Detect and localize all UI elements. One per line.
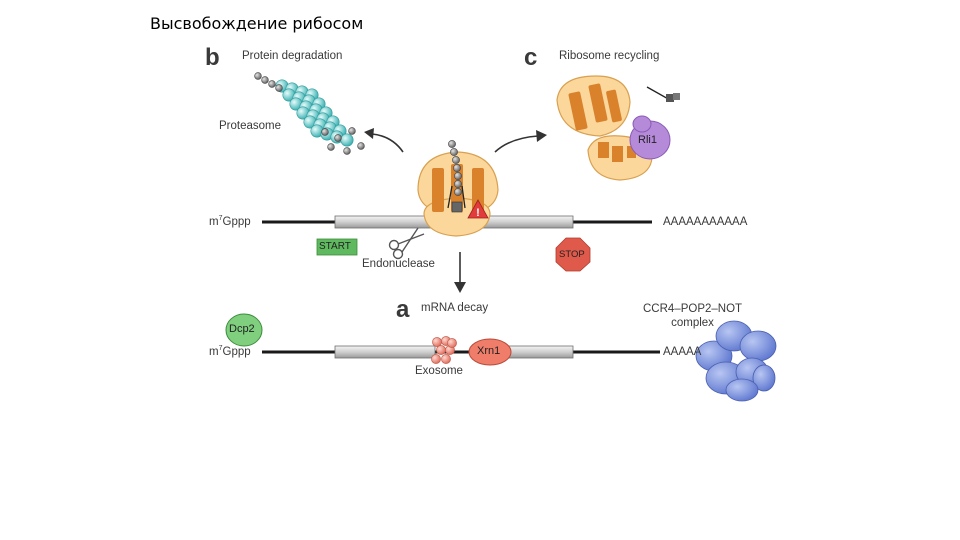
endonuclease-label: Endonuclease — [362, 258, 435, 270]
peptide-fragment — [343, 147, 351, 155]
peptide-residue — [454, 180, 462, 188]
peptide-residue — [453, 164, 461, 172]
exosome-icon — [431, 336, 457, 364]
codon-block — [451, 201, 463, 213]
peptide-fragment — [348, 127, 356, 135]
svg-text:!: ! — [476, 207, 480, 219]
panel-b-letter: b — [205, 44, 220, 71]
exosome-subunit — [431, 354, 441, 364]
stop-label: STOP — [559, 249, 585, 260]
peptide-fragment — [357, 142, 365, 150]
start-codon-box — [316, 238, 358, 256]
xrn1-label: Xrn1 — [477, 345, 501, 357]
scissors-icon — [388, 227, 425, 260]
nascent-peptide — [447, 140, 466, 213]
peptide-residue — [454, 188, 462, 196]
trna-stem — [447, 185, 466, 209]
dcp2-protein — [225, 313, 263, 347]
exosome-subunit — [436, 345, 446, 355]
proteasome-icon — [275, 79, 354, 147]
peptide-fragments — [321, 127, 365, 155]
bottom-polya-tail: AAAAA — [663, 346, 702, 358]
bottom-cap-label: m7Gppp — [209, 345, 251, 358]
proteasome-subunit — [340, 133, 354, 147]
stop-codon-sign — [555, 237, 591, 272]
released-trna-icon — [646, 86, 680, 102]
arrow-to-proteasome — [371, 133, 404, 153]
proteasome-label: Proteasome — [219, 120, 282, 132]
bottom-5-fragment — [334, 345, 436, 359]
exosome-subunit — [441, 354, 451, 364]
xrn1-protein — [468, 338, 512, 366]
ccr4-complex-label: CCR4–POP2–NOT complex — [643, 303, 743, 329]
panel-a-letter: a — [396, 296, 410, 323]
bottom-3-fragment — [502, 345, 574, 359]
peptide-residue — [261, 76, 269, 84]
peptide-fragment — [321, 128, 329, 136]
peptide-fragment — [327, 143, 335, 151]
panel-c-caption: Ribosome recycling — [559, 50, 660, 62]
panel-a-caption: mRNA decay — [421, 302, 489, 314]
ccr4-complex-icon — [695, 320, 777, 402]
warning-icon: ! — [467, 199, 489, 219]
slide-title: Высвобождение рибосом — [150, 14, 364, 33]
peptide-residue — [268, 80, 276, 88]
dcp2-label: Dcp2 — [229, 323, 255, 335]
exosome-subunit — [447, 338, 457, 348]
peptide-residue — [254, 72, 262, 80]
exosome-label: Exosome — [415, 365, 463, 377]
peptide-fragment — [334, 134, 342, 142]
peptide-chain — [254, 72, 283, 92]
peptide-residue — [454, 172, 462, 180]
panel-b-caption: Protein degradation — [242, 50, 343, 62]
peptide-residue — [448, 140, 456, 148]
top-cap-label: m7Gppp — [209, 215, 251, 228]
panel-c-letter: c — [524, 44, 538, 71]
arrow-to-recycling — [494, 135, 539, 153]
arrowhead-left — [364, 128, 374, 139]
top-polya-tail: AAAAAAAAAAA — [663, 216, 748, 228]
peptide-residue — [452, 156, 460, 164]
free-60s-subunit — [556, 75, 631, 137]
start-label: START — [319, 241, 351, 252]
rli1-label: Rli1 — [638, 134, 657, 146]
peptide-residue — [450, 148, 458, 156]
arrowhead-down — [454, 282, 466, 293]
peptide-residue — [275, 84, 283, 92]
arrowhead-right — [536, 130, 547, 142]
